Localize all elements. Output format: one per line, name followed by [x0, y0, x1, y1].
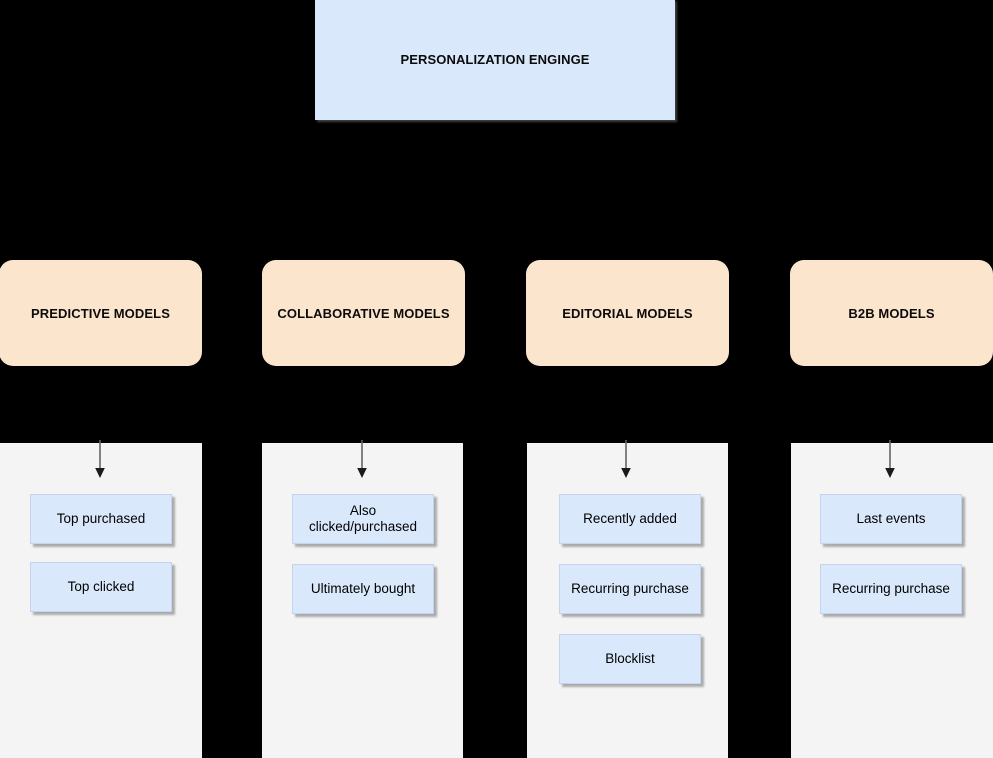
model-box-label: Also clicked/purchased — [308, 503, 418, 534]
model-box-label: Blocklist — [605, 651, 655, 667]
model-box-label: Recurring purchase — [832, 581, 950, 597]
model-box[interactable]: Blocklist — [559, 634, 701, 684]
model-box-label: Last events — [856, 511, 926, 527]
arrow-down-icon-editorial — [621, 440, 631, 478]
model-box-label: Ultimately bought — [310, 581, 416, 597]
arrow-down-icon-b2b — [885, 440, 895, 478]
category-label-collaborative: COLLABORATIVE MODELS — [277, 305, 450, 321]
category-box-editorial[interactable]: EDITORIAL MODELS — [526, 260, 729, 366]
model-box[interactable]: Also clicked/purchased — [292, 494, 434, 544]
model-box[interactable]: Recurring purchase — [559, 564, 701, 614]
model-box[interactable]: Recurring purchase — [820, 564, 962, 614]
model-box-label: Top clicked — [67, 579, 135, 595]
model-box-label: Recently added — [583, 511, 677, 527]
model-box[interactable]: Ultimately bought — [292, 564, 434, 614]
model-box-label: Recurring purchase — [571, 581, 689, 597]
arrow-down-icon-predictive — [95, 440, 105, 478]
model-box[interactable]: Recently added — [559, 494, 701, 544]
model-box-label: Top purchased — [56, 511, 146, 527]
category-label-b2b: B2B MODELS — [848, 305, 935, 321]
category-label-editorial: EDITORIAL MODELS — [562, 305, 693, 321]
arrow-down-icon-collaborative — [357, 440, 367, 478]
personalization-engine-label: PERSONALIZATION ENGINGE — [400, 52, 590, 67]
category-box-predictive[interactable]: PREDICTIVE MODELS — [0, 260, 202, 366]
model-box[interactable]: Top clicked — [30, 562, 172, 612]
category-box-collaborative[interactable]: COLLABORATIVE MODELS — [262, 260, 465, 366]
personalization-engine-box[interactable]: PERSONALIZATION ENGINGE — [315, 0, 675, 120]
model-box[interactable]: Top purchased — [30, 494, 172, 544]
category-box-b2b[interactable]: B2B MODELS — [790, 260, 993, 366]
model-box[interactable]: Last events — [820, 494, 962, 544]
category-label-predictive: PREDICTIVE MODELS — [31, 305, 170, 321]
